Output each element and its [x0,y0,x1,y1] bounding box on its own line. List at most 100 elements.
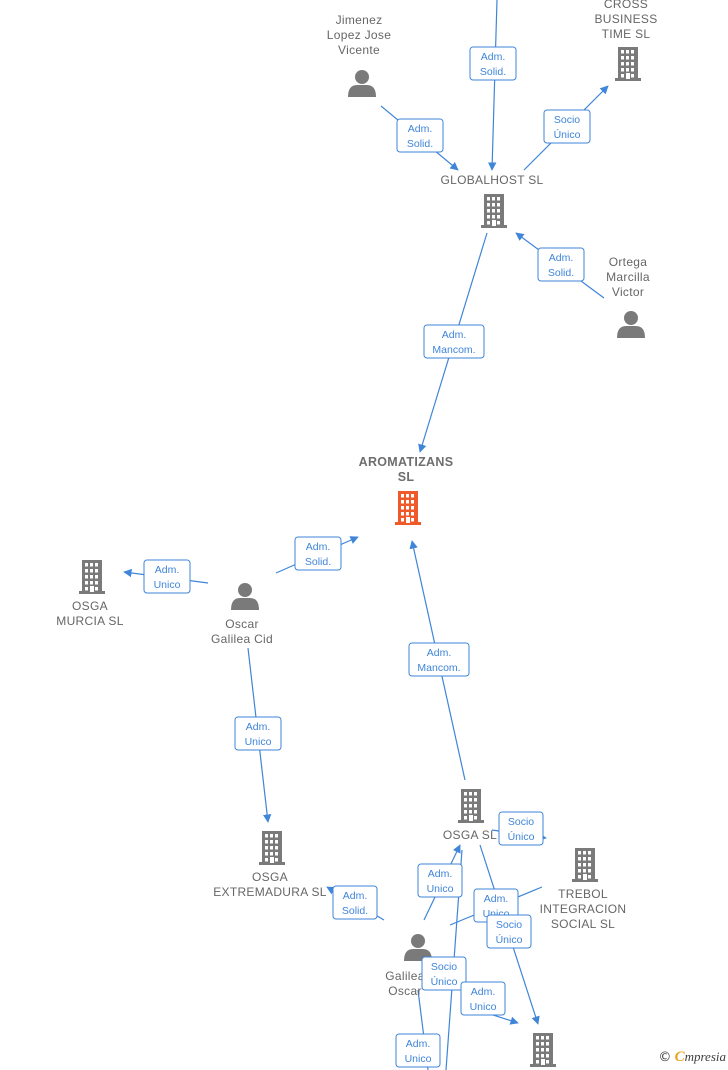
edge-label-text: Adm. [428,868,453,880]
edge-label-box [423,324,485,359]
edge-label-box [143,559,191,594]
node-bottom-company[interactable] [530,1033,556,1067]
edge-label-e6[interactable]: Adm. Solid. [294,536,342,571]
edge-label-text: Único [431,975,458,988]
edge-label-text: Adm. [306,541,331,553]
edge-label-text: Único [508,830,535,843]
edge-label-box [332,885,378,920]
edge-label-text: Mancom. [432,344,475,356]
edge-label-text: Adm. [484,893,509,905]
edge-label-text: Unico [154,579,181,591]
edge-label-text: Solid. [548,267,574,279]
building-icon [615,47,641,81]
edge-label-text: Socio [431,961,457,973]
edge-label-box [460,981,506,1016]
edge-label-e1[interactable]: Adm. Solid. [469,46,517,81]
building-icon [79,560,105,594]
edge-label-e17[interactable]: Adm. Unico [395,1033,441,1068]
edge-label-box [408,642,470,677]
edge-label-text: Adm. [246,721,271,733]
edge-label-e5[interactable]: Adm.Mancom. [423,324,485,359]
edge-label-e11[interactable]: Adm. Unico [417,863,463,898]
edge-label-box [469,46,517,81]
edge-label-text: Unico [427,883,454,895]
edge-label-box [417,863,463,898]
person-icon [231,583,259,610]
node-label: TREBOL [558,887,608,901]
edge-label-text: Socio [496,919,522,931]
node-globalhost[interactable]: GLOBALHOST SL [440,173,543,228]
node-label: Marcilla [606,270,650,284]
edge-label-text: Adm. [471,986,496,998]
edge-label-text: Unico [405,1053,432,1065]
edge-label-text: Adm. [406,1038,431,1050]
node-osga-sl[interactable]: OSGA SL [443,789,497,842]
node-label: Victor [612,285,644,299]
node-label: BUSINESS [594,12,657,26]
node-label: SOCIAL SL [551,917,615,931]
edge-label-text: Solid. [342,905,368,917]
edge-label-box [486,914,532,949]
node-label: Ortega [609,255,648,269]
edge-label-box [395,1033,441,1068]
node-label: Oscar [388,984,422,998]
edge-label-text: Adm. [481,51,506,63]
edge-label-text: Único [554,128,581,141]
node-label: SL [398,470,415,484]
edge-line-e1 [488,0,498,171]
node-label: AROMATIZANS [359,455,454,469]
building-icon [395,491,421,525]
building-icon [530,1033,556,1067]
node-label: Galilea Cid [211,632,273,646]
edge-label-e2[interactable]: Adm. Solid. [396,118,444,153]
building-icon [259,831,285,865]
building-icon [572,848,598,882]
edge-label-e16[interactable]: Adm.Unico [460,981,506,1016]
edge-label-box [537,247,585,282]
node-label: GLOBALHOST SL [440,173,543,187]
edge-label-text: Socio [554,114,580,126]
node-label: TIME SL [602,27,651,41]
edge-label-box [396,118,444,153]
edge-label-text: Solid. [480,66,506,78]
edge-label-e8[interactable]: Adm. Unico [234,716,282,751]
edge-label-text: Solid. [407,138,433,150]
edge-label-text: Unico [245,736,272,748]
edge-label-box [234,716,282,751]
edge-label-box [543,109,591,144]
node-label: Lopez Jose [327,28,391,42]
node-label: Galilea [385,969,424,983]
node-label: Vicente [338,43,380,57]
edge-label-text: Solid. [305,556,331,568]
edge-label-e9[interactable]: Adm.Mancom. [408,642,470,677]
edge-label-e4[interactable]: Adm. Solid. [537,247,585,282]
node-label: CROSS [604,0,648,11]
node-label: OSGA [252,870,288,884]
edge-label-box [421,956,467,991]
edge-label-text: Único [496,933,523,946]
node-label: Jimenez [336,13,383,27]
node-label: OSGA SL [443,828,497,842]
copyright-symbol: © [658,1050,672,1065]
edge-label-text: Mancom. [417,662,460,674]
edge-label-e7[interactable]: Adm.Unico [143,559,191,594]
person-icon [617,311,645,338]
node-label: Oscar [225,617,259,631]
edge-label-e14[interactable]: Adm.Solid. [332,885,378,920]
building-icon [458,789,484,823]
edge-label-text: Adm. [408,123,433,135]
edge-label-text: Adm. [549,252,574,264]
